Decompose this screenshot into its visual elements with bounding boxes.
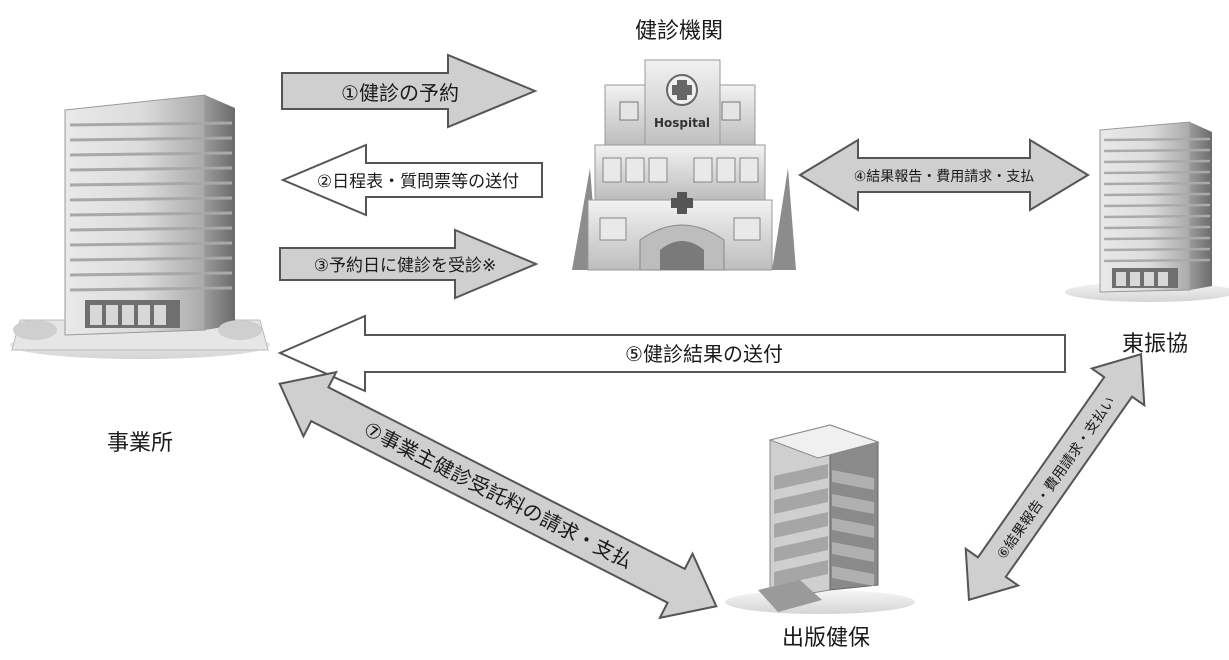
clinic-label: 健診機関 xyxy=(635,19,723,44)
office-label: 事業所 xyxy=(107,431,173,456)
step1-label: ①健診の予約 xyxy=(341,81,459,105)
step5-label: ⑤健診結果の送付 xyxy=(625,342,783,366)
step2-label: ②日程表・質問票等の送付 xyxy=(317,172,519,192)
hospital-sign: Hospital xyxy=(654,116,710,130)
step2-arrow: ②日程表・質問票等の送付 xyxy=(280,143,543,217)
hospital-icon: Hospital xyxy=(572,59,796,271)
insurer-label: 出版健保 xyxy=(782,626,870,651)
step5-arrow: ⑤健診結果の送付 xyxy=(277,314,1066,393)
step4-label: ④結果報告・費用請求・支払 xyxy=(854,169,1035,185)
step7-arrow: ⑦事業主健診受託料の請求・支払 xyxy=(278,370,718,620)
step6-arrow: ⑥結果報告・費用請求・支払い xyxy=(964,352,1146,602)
office-building-icon xyxy=(10,94,270,359)
association-label: 東振協 xyxy=(1122,332,1188,357)
step7-label: ⑦事業主健診受託料の請求・支払 xyxy=(360,417,636,574)
step3-arrow: ③予約日に健診を受診※ xyxy=(279,228,539,300)
step1-arrow: ①健診の予約 xyxy=(281,53,538,129)
association-building-icon xyxy=(1065,121,1229,302)
step4-arrow: ④結果報告・費用請求・支払 xyxy=(798,138,1090,212)
insurer-building-icon xyxy=(725,424,915,614)
step3-label: ③予約日に健診を受診※ xyxy=(314,256,496,276)
step6-label: ⑥結果報告・費用請求・支払い xyxy=(994,394,1119,563)
